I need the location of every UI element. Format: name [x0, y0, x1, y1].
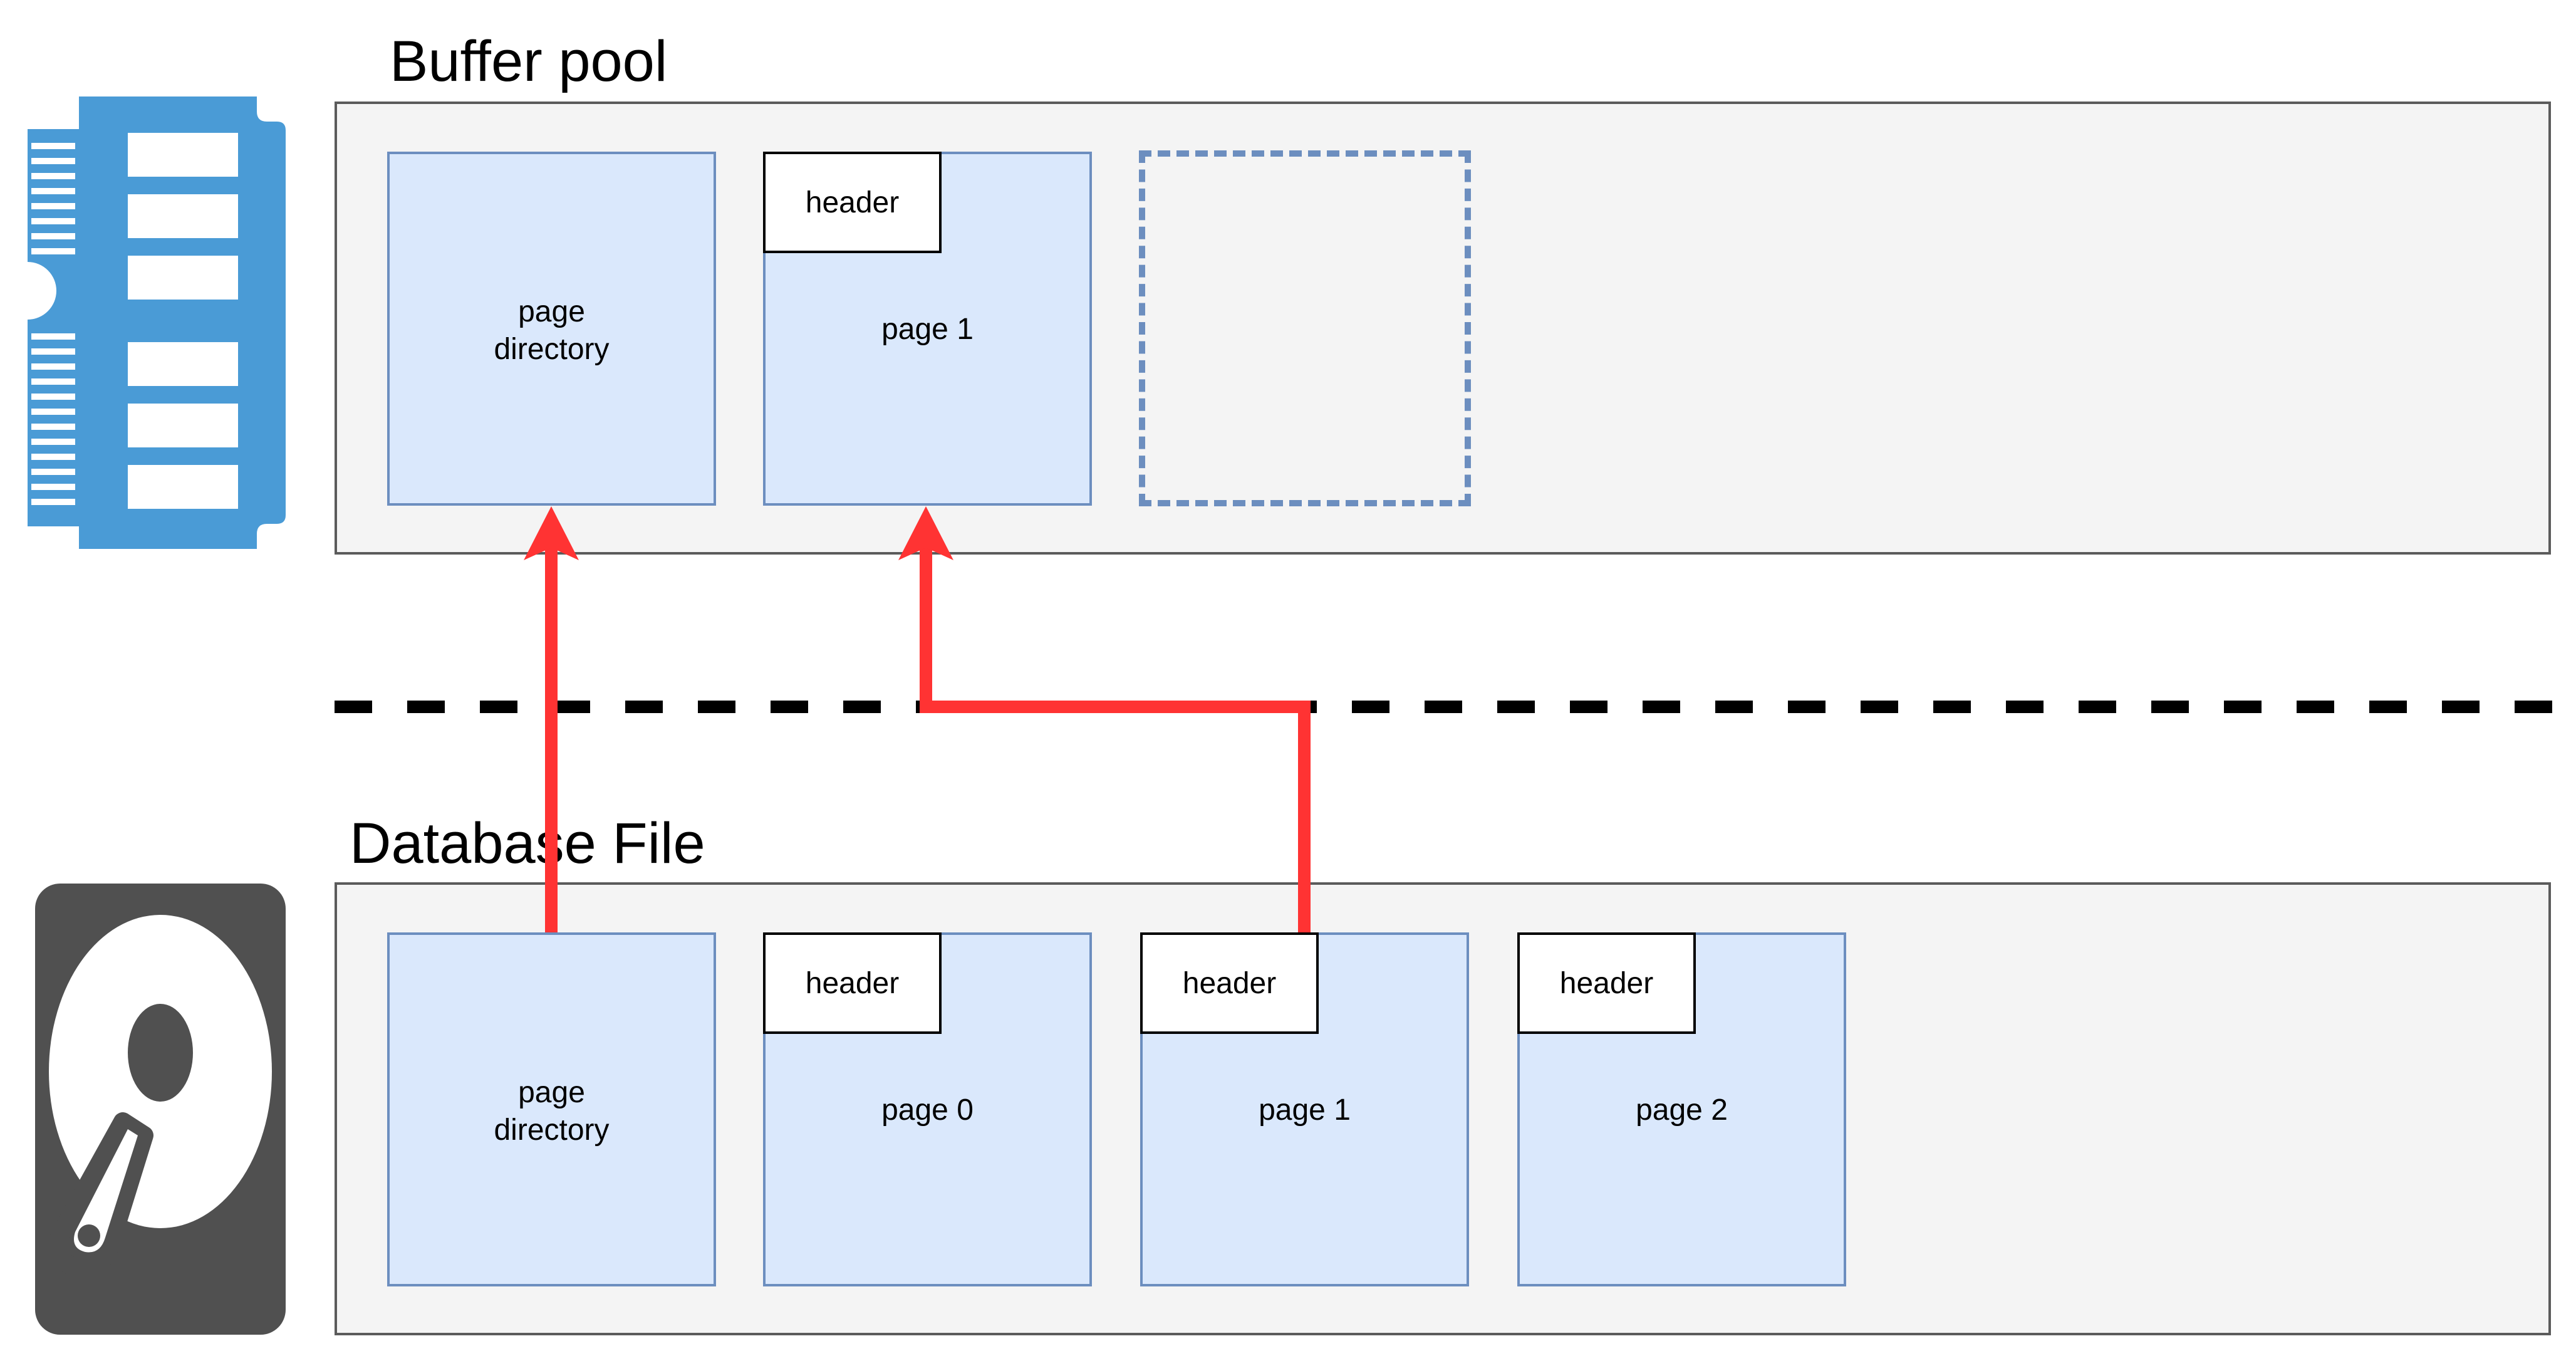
file-page-directory: page directory	[387, 932, 716, 1286]
page-label: page 1	[881, 313, 974, 346]
hard-disk-icon	[35, 884, 286, 1335]
page-header: header	[763, 932, 942, 1034]
buffer-pool-page-directory: page directory	[387, 152, 716, 506]
arrow-page-1	[920, 539, 1311, 932]
buffer-pool-title: Buffer pool	[390, 29, 668, 93]
page-label: page directory	[494, 1076, 610, 1147]
page-label: page directory	[494, 295, 610, 366]
page-label: page 1	[1259, 1093, 1351, 1127]
empty-page-slot	[1139, 150, 1471, 506]
page-header: header	[763, 152, 942, 253]
page-header: header	[1140, 932, 1319, 1034]
page-label: page 2	[1636, 1093, 1728, 1127]
database-file-title: Database File	[350, 811, 705, 875]
memory-disk-separator	[335, 701, 2552, 713]
page-header: header	[1517, 932, 1696, 1034]
memory-icon	[28, 96, 286, 549]
page-label: page 0	[881, 1093, 974, 1127]
